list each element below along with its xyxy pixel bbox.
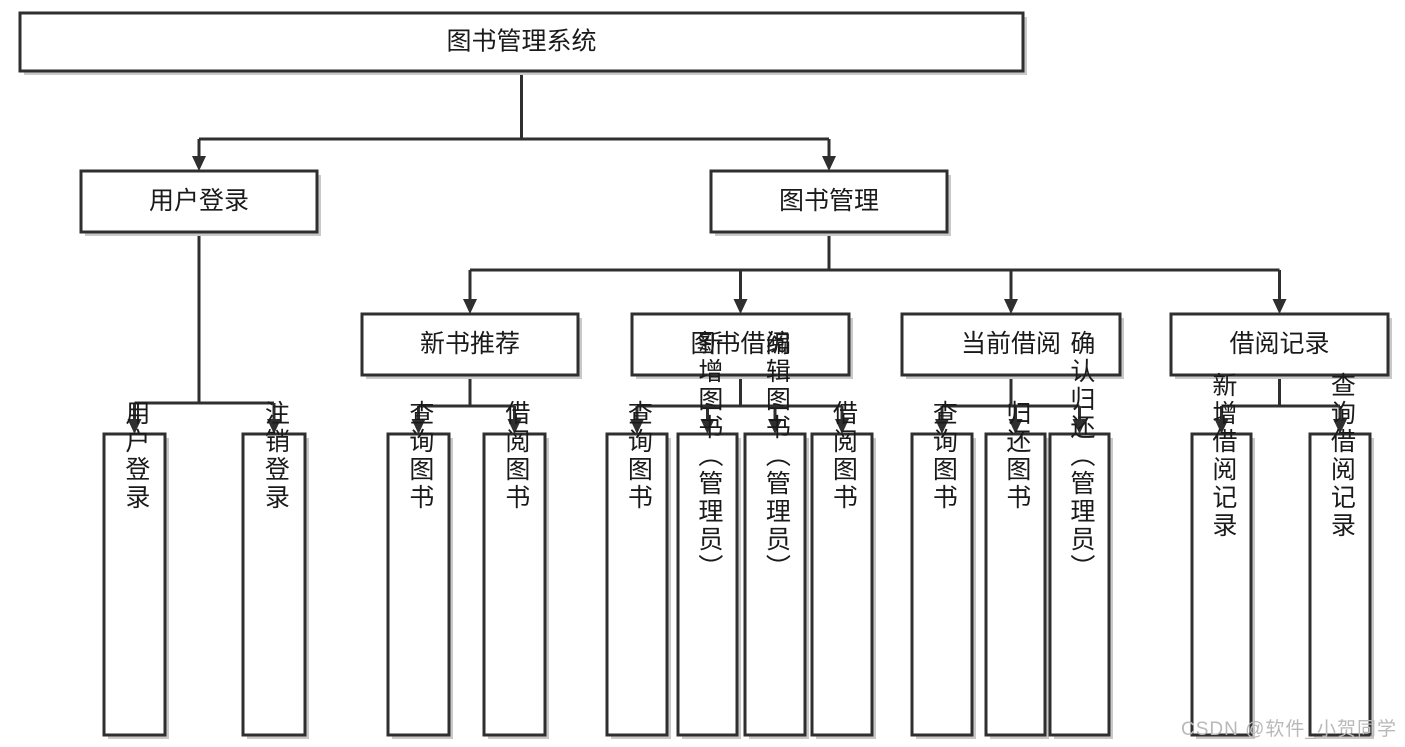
node-box <box>360 312 580 377</box>
node-box <box>386 432 451 737</box>
node-label: 图书管理 <box>779 187 879 215</box>
node-box <box>630 312 851 377</box>
arrow-head-icon <box>507 419 522 434</box>
node-label: 查询图书 <box>929 400 958 512</box>
node-label: 图书管理系统 <box>446 28 596 56</box>
node-label: 确认归还（管理员） <box>1067 330 1096 582</box>
node-label: 查询图书 <box>406 400 435 512</box>
arrow-head-icon <box>822 156 836 171</box>
node-leaf-query-book-3[interactable]: 查询图书 <box>910 400 976 739</box>
node-leaf-borrow-book-2[interactable]: 借阅图书 <box>810 400 876 739</box>
arrow-head-icon <box>630 419 644 434</box>
arrow-head-icon <box>733 299 748 314</box>
node-user-login[interactable]: 用户登录 <box>79 169 321 236</box>
arrow-head-icon <box>1333 419 1347 434</box>
arrow-head-icon <box>935 419 949 434</box>
node-label: 查询图书 <box>624 400 653 512</box>
node-box <box>900 312 1122 377</box>
node-box <box>709 169 949 234</box>
node-label: 编辑图书（管理员） <box>762 330 791 582</box>
node-leaf-query-book-1[interactable]: 查询图书 <box>386 400 453 739</box>
arrow-head-icon <box>700 419 715 434</box>
node-box <box>102 432 167 737</box>
node-label: 用户登录 <box>149 187 249 215</box>
node-box <box>241 432 307 737</box>
node-label: 归还图书 <box>1003 400 1032 512</box>
node-label: 借阅图书 <box>829 400 858 512</box>
node-leaf-borrow-book-1[interactable]: 借阅图书 <box>482 400 549 739</box>
node-label: 新增图书（管理员） <box>695 330 724 582</box>
node-leaf-user-logout[interactable]: 注销登录 <box>241 400 309 739</box>
arrow-head-icon <box>835 419 849 434</box>
node-leaf-query-book-2[interactable]: 查询图书 <box>605 400 671 739</box>
node-leaf-user-login[interactable]: 用户登录 <box>102 400 169 739</box>
connector-layer <box>127 71 1347 434</box>
node-label: 查询借阅记录 <box>1327 372 1356 540</box>
node-leaf-return-book[interactable]: 归还图书 <box>984 400 1049 739</box>
node-box <box>810 432 874 737</box>
arrow-head-icon <box>1272 299 1287 314</box>
arrow-head-icon <box>127 419 142 434</box>
node-box <box>482 432 547 737</box>
node-box <box>1048 432 1111 737</box>
node-box <box>984 432 1047 737</box>
arrow-head-icon <box>1214 419 1229 434</box>
node-box <box>910 432 974 737</box>
node-leaf-confirm-return-admin[interactable]: 确认归还（管理员） <box>1048 330 1113 739</box>
node-layer: 图书管理系统用户登录图书管理新书推荐图书借阅当前借阅借阅记录用户登录注销登录查询… <box>18 11 1392 739</box>
node-box <box>1308 432 1372 737</box>
node-box <box>605 432 669 737</box>
node-label: 新增借阅记录 <box>1209 372 1238 540</box>
node-leaf-add-book-admin[interactable]: 新增图书（管理员） <box>676 330 741 739</box>
node-label: 用户登录 <box>122 400 151 512</box>
node-book-management[interactable]: 图书管理 <box>709 169 951 236</box>
node-current-borrow[interactable]: 当前借阅 <box>900 312 1124 379</box>
node-label: 借阅图书 <box>502 400 531 512</box>
node-box <box>1169 312 1390 377</box>
node-box <box>676 432 739 737</box>
node-label: 注销登录 <box>261 400 290 512</box>
node-root[interactable]: 图书管理系统 <box>18 11 1027 75</box>
node-leaf-query-borrow-record[interactable]: 查询借阅记录 <box>1308 372 1374 739</box>
node-leaf-edit-book-admin[interactable]: 编辑图书（管理员） <box>743 330 809 739</box>
arrow-head-icon <box>1008 419 1023 434</box>
arrow-head-icon <box>267 419 281 434</box>
node-box <box>1190 432 1253 737</box>
arrow-head-icon <box>463 299 477 314</box>
arrow-head-icon <box>768 419 782 434</box>
node-box <box>79 169 319 234</box>
node-box <box>18 11 1025 73</box>
node-label: 当前借阅 <box>961 330 1061 358</box>
arrow-head-icon <box>1072 419 1087 434</box>
node-box <box>743 432 807 737</box>
arrow-head-icon <box>411 419 426 434</box>
arrow-head-icon <box>192 156 206 171</box>
node-label: 新书推荐 <box>420 330 520 358</box>
node-book-borrow[interactable]: 图书借阅 <box>630 312 853 379</box>
node-borrow-record[interactable]: 借阅记录 <box>1169 312 1392 379</box>
node-label: 借阅记录 <box>1229 330 1329 358</box>
node-new-book-recommend[interactable]: 新书推荐 <box>360 312 582 379</box>
node-leaf-add-borrow-record[interactable]: 新增借阅记录 <box>1190 372 1255 739</box>
node-label: 图书借阅 <box>690 330 790 358</box>
arrow-head-icon <box>1004 299 1018 314</box>
